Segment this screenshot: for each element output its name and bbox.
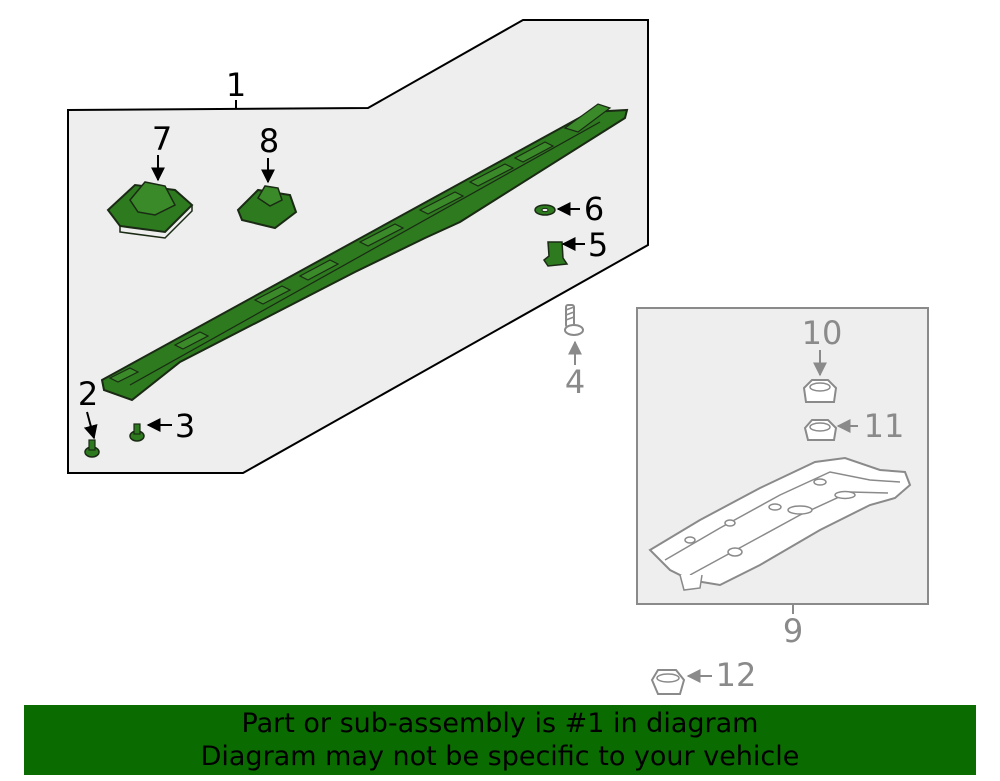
banner-line-1: Part or sub-assembly is #1 in diagram [241, 708, 759, 739]
callout-2: 2 [78, 375, 98, 413]
callout-8: 8 [259, 122, 279, 160]
callout-9: 9 [783, 612, 803, 650]
bolt-part-4 [564, 304, 584, 336]
callout-6: 6 [584, 190, 604, 228]
callout-11: 11 [864, 407, 905, 445]
callout-2-leader [83, 411, 98, 440]
callout-3: 3 [175, 407, 195, 445]
screw-part-3 [129, 423, 145, 442]
washer-part-6 [534, 204, 556, 216]
callout-7: 7 [152, 120, 172, 158]
callout-1: 1 [226, 66, 246, 104]
banner-line-2: Diagram may not be specific to your vehi… [200, 741, 800, 772]
clip-part-8 [236, 185, 298, 230]
side-sill-garnish [100, 103, 629, 402]
nut-part-12 [650, 669, 686, 695]
callout-4: 4 [565, 363, 585, 401]
parts-diagram: 1 2 3 4 5 6 7 8 9 10 11 12 [67, 19, 929, 695]
clip-part-7 [106, 181, 194, 239]
nut-part-11 [803, 419, 838, 441]
callout-10: 10 [802, 314, 843, 352]
splash-shield-part-9 [648, 456, 912, 591]
callout-12: 12 [716, 656, 757, 694]
callout-5: 5 [588, 226, 608, 264]
info-banner: Part or sub-assembly is #1 in diagram Di… [24, 705, 976, 775]
nut-part-10 [802, 379, 838, 403]
screw-part-2 [84, 439, 100, 458]
